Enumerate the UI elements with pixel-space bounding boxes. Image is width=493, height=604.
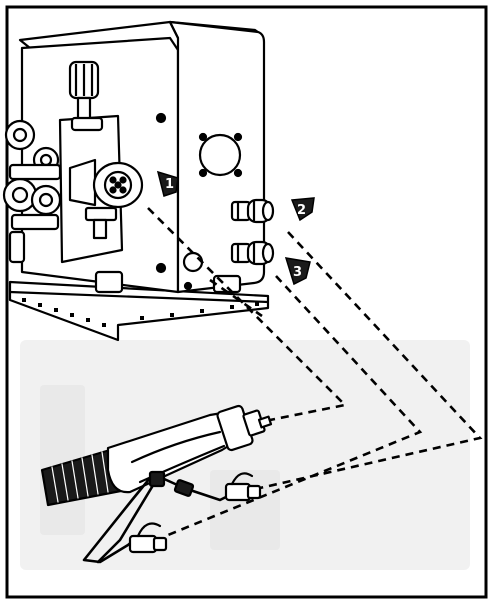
- quick-couplings-icon: [230, 198, 275, 266]
- callout-1: 1: [156, 170, 179, 197]
- rail-holes: [22, 298, 259, 327]
- connection-line-extra: [209, 278, 263, 318]
- callout-1-label: 1: [165, 177, 174, 192]
- callout-3-label: 3: [293, 265, 302, 280]
- connection-line-2: [259, 231, 483, 490]
- diagram-border: [5, 5, 488, 599]
- connection-line-3: [167, 275, 423, 537]
- side-panel-knockout: [198, 132, 243, 178]
- wire-feeder-unit-icon: [2, 20, 275, 342]
- panel-screw: [183, 281, 193, 291]
- drive-rolls-icon: [2, 119, 62, 264]
- hose-connector-upper-icon: [224, 472, 262, 502]
- connection-line-1: [147, 207, 348, 422]
- tension-knob-icon: [68, 60, 104, 132]
- watermark-background: [20, 340, 470, 570]
- torch-euro-connector-icon: [68, 158, 144, 240]
- callout-2-label: 2: [297, 203, 306, 218]
- callout-3: 3: [284, 257, 311, 286]
- hose-port: [182, 251, 204, 273]
- panel-screw: [155, 112, 167, 124]
- hose-connector-lower-icon: [128, 522, 168, 554]
- callout-2: 2: [290, 197, 315, 222]
- base-rail: [8, 280, 270, 342]
- welding-torch-icon: [40, 404, 273, 564]
- connection-lines: [147, 207, 483, 537]
- panel-screw: [155, 262, 167, 274]
